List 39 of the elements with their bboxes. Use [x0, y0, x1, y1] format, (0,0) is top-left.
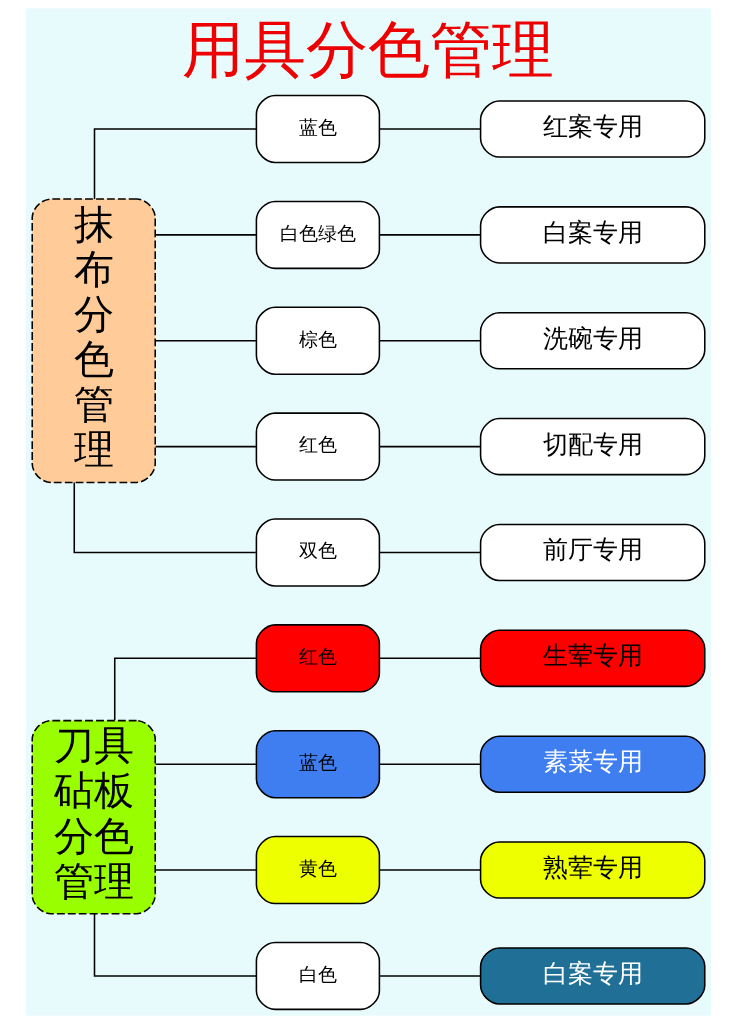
node-box: 前厅专用 [479, 523, 706, 582]
connector [378, 128, 481, 130]
node-box: 红色 [255, 412, 380, 481]
connector [378, 551, 481, 554]
node-box: 生荤专用 [479, 629, 706, 688]
node-box: 蓝色 [255, 94, 380, 164]
node-box: 白案专用 [479, 206, 706, 264]
node-box: 素菜专用 [479, 735, 706, 793]
node-box: 黄色 [255, 835, 380, 905]
connector [73, 481, 257, 554]
connector [154, 869, 257, 871]
connector [378, 339, 481, 342]
node-box: 双色 [255, 518, 380, 587]
connector [93, 128, 257, 200]
node-box: 蓝色 [255, 729, 380, 799]
connector [378, 445, 481, 448]
node-box: 白色 [255, 941, 380, 1011]
node-box: 红案专用 [479, 100, 706, 158]
connector [93, 913, 257, 977]
connector [378, 869, 481, 871]
node-box: 切配专用 [479, 417, 706, 476]
connector [154, 763, 257, 765]
connector [378, 975, 481, 977]
connector [378, 657, 481, 660]
connector [378, 763, 481, 765]
node-box: 棕色 [255, 306, 380, 375]
node-box: 红色 [255, 624, 380, 693]
connector [154, 339, 257, 342]
connector [154, 445, 257, 448]
node-box: 洗碗专用 [479, 311, 706, 370]
connector [378, 234, 481, 236]
diagram-title: 用具分色管理 [182, 12, 554, 86]
node-box: 熟荤专用 [479, 841, 706, 899]
connector [113, 657, 257, 721]
node-box: 白案专用 [479, 947, 706, 1005]
node-box: 刀具砧板分色管理 [30, 719, 156, 915]
node-box: 白色绿色 [255, 200, 380, 270]
connector [154, 234, 257, 236]
node-box: 抹布分色管理 [30, 198, 156, 484]
